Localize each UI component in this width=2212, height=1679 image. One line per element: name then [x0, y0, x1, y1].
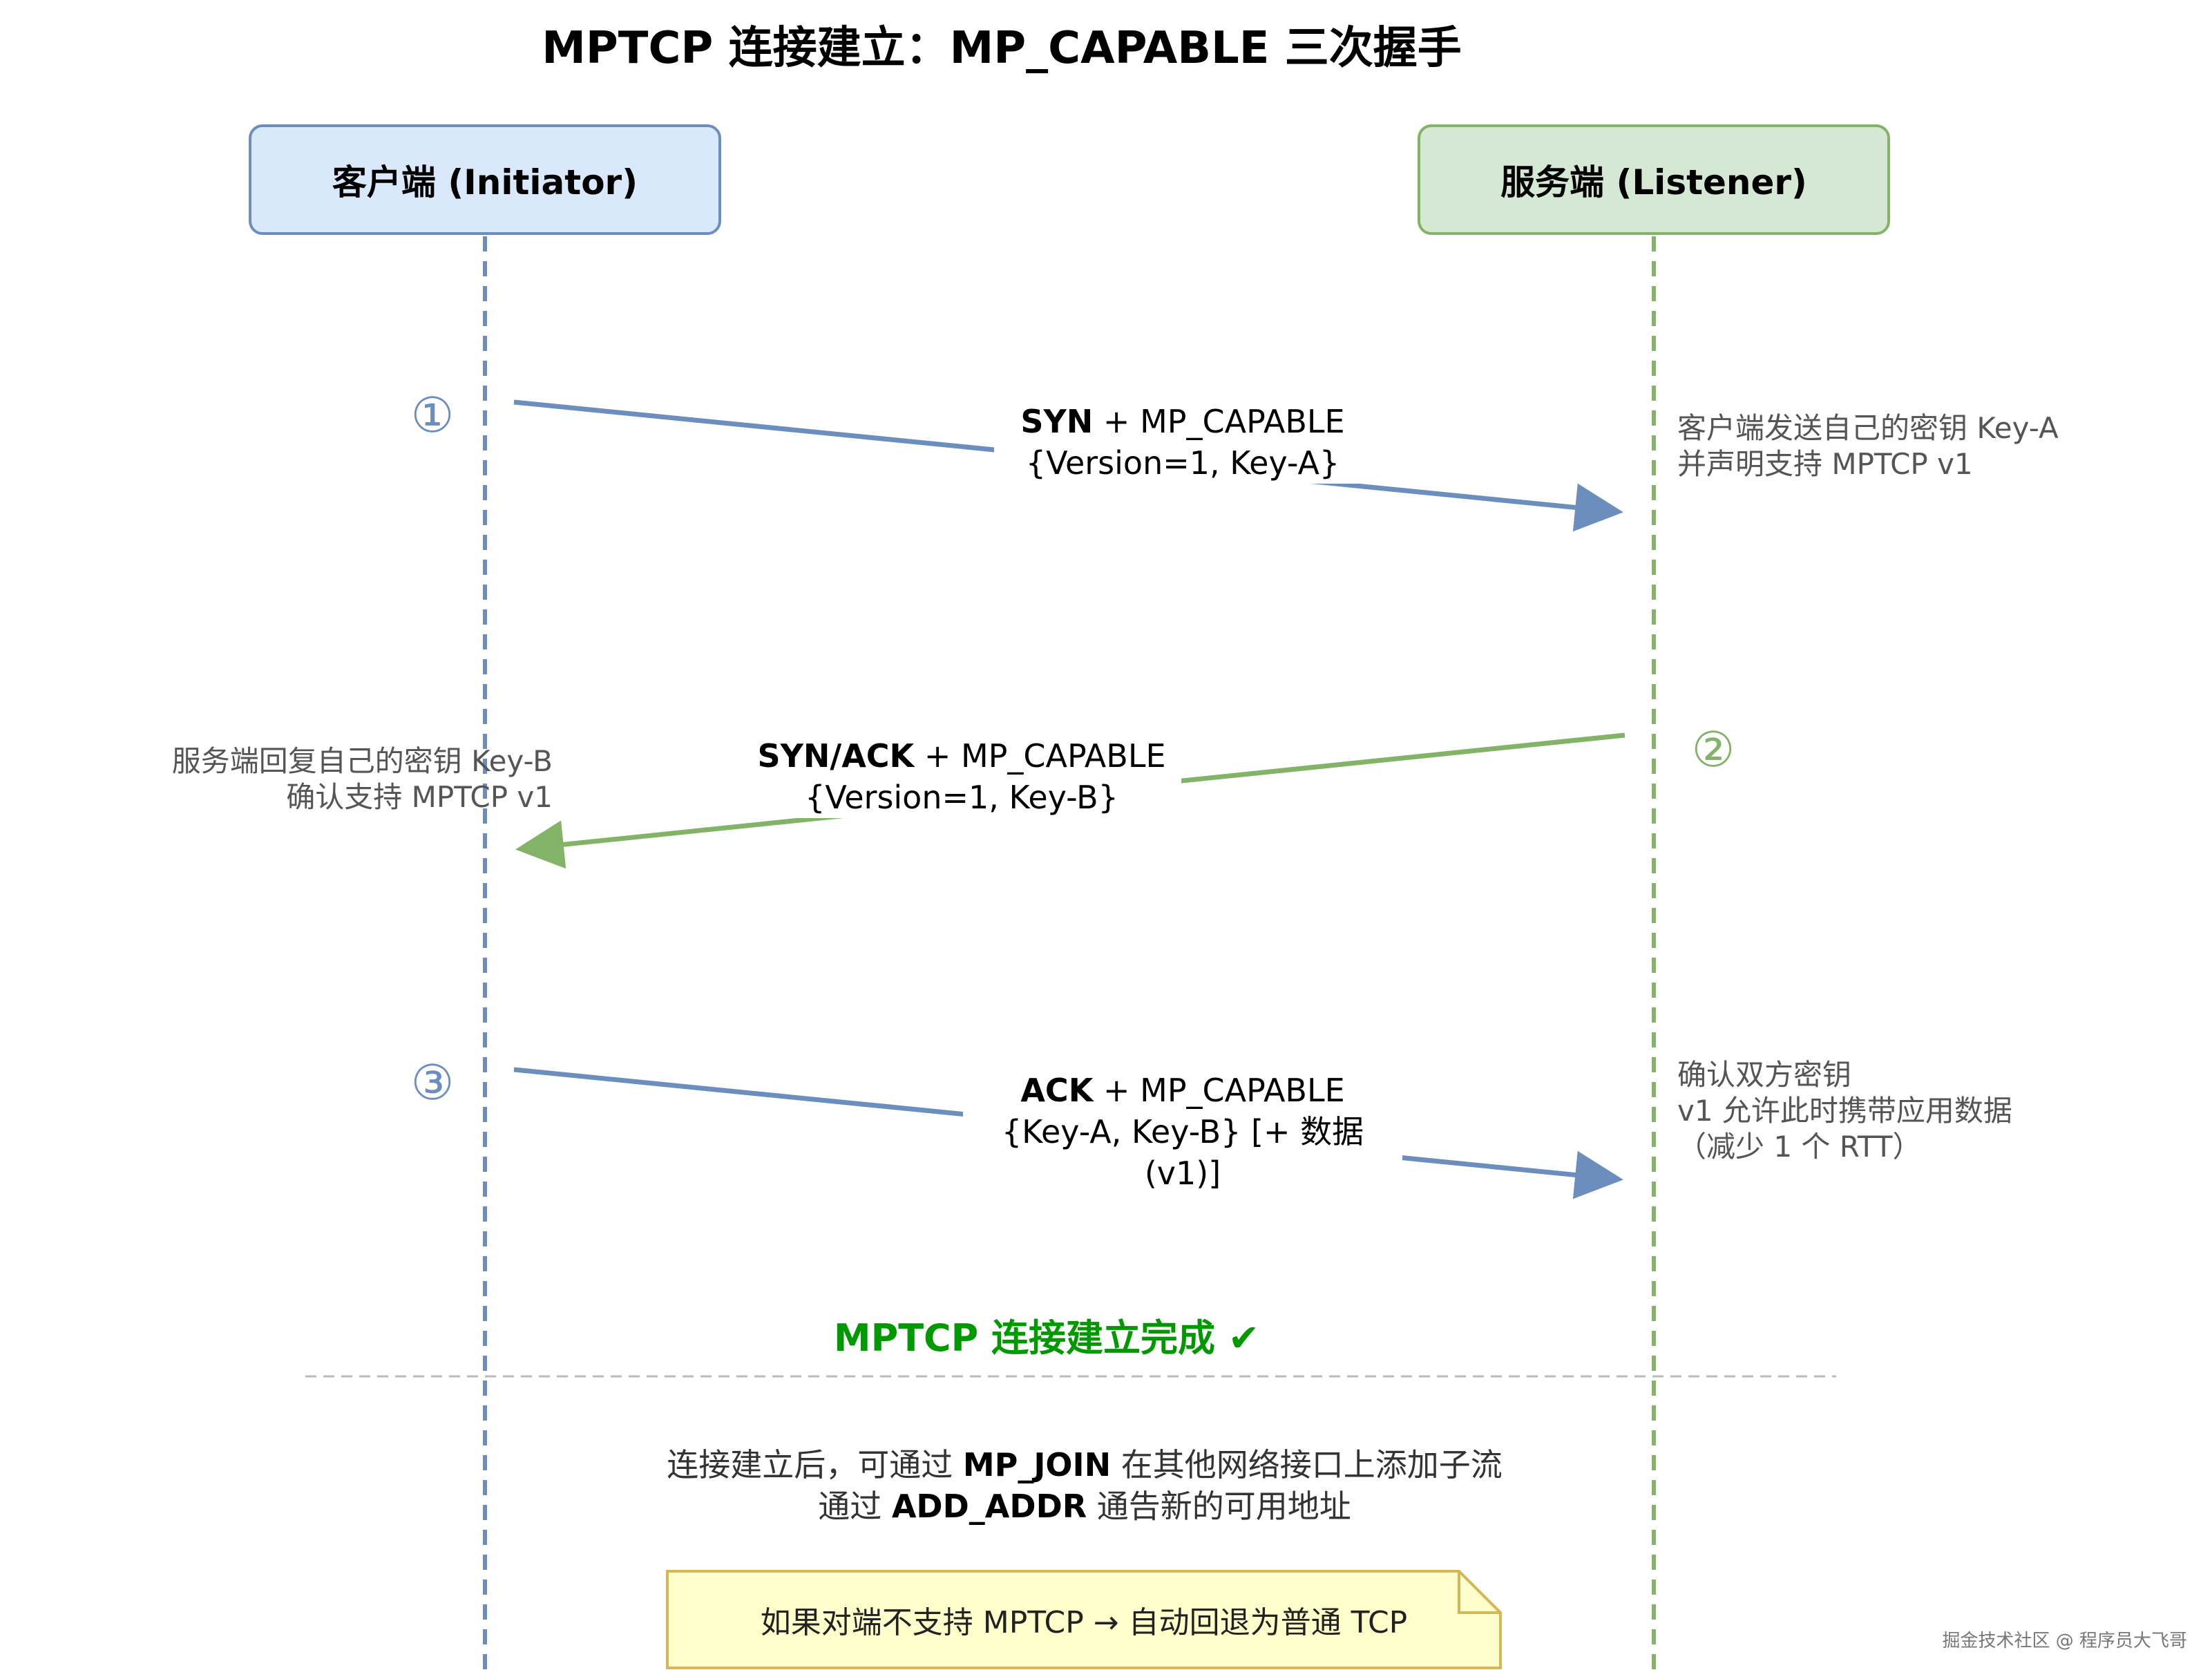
info-line-1-post: 在其他网络接口上添加子流: [1111, 1446, 1503, 1483]
info-line-1-bold: MP_JOIN: [962, 1446, 1112, 1483]
post-connection-info: 连接建立后，可通过 MP_JOIN 在其他网络接口上添加子流 通过 ADD_AD…: [0, 1444, 2169, 1527]
step-3-note-line-3: （减少 1 个 RTT）: [1677, 1130, 1922, 1164]
synack-label-bold: SYN/ACK: [757, 737, 915, 775]
info-line-2: 通过 ADD_ADDR 通告新的可用地址: [0, 1486, 2169, 1527]
syn-label-rest: + MP_CAPABLE: [1093, 403, 1345, 440]
fallback-note-shape: [666, 1570, 1502, 1669]
step-1-note: 客户端发送自己的密钥 Key-A 并声明支持 MPTCP v1: [1677, 410, 2059, 482]
step-1-note-line-2: 并声明支持 MPTCP v1: [1677, 447, 1973, 481]
step-2-marker: ②: [1691, 721, 1735, 778]
syn-label-params: {Version=1, Key-A}: [1025, 444, 1340, 482]
info-line-2-pre: 通过: [818, 1488, 892, 1525]
info-line-2-bold: ADD_ADDR: [891, 1488, 1087, 1525]
client-actor-box: 客户端 (Initiator): [249, 124, 721, 235]
step-3-marker: ③: [410, 1054, 455, 1111]
info-line-1: 连接建立后，可通过 MP_JOIN 在其他网络接口上添加子流: [0, 1444, 2169, 1486]
ack-label-rest: + MP_CAPABLE: [1093, 1072, 1345, 1109]
step-1-note-line-1: 客户端发送自己的密钥 Key-A: [1677, 411, 2059, 445]
client-actor-label: 客户端 (Initiator): [332, 162, 638, 202]
syn-message-label: SYN + MP_CAPABLE {Version=1, Key-A}: [994, 401, 1371, 484]
server-actor-label: 服务端 (Listener): [1500, 162, 1807, 202]
step-2-note-line-1: 服务端回复自己的密钥 Key-B: [171, 744, 553, 778]
step-2-note-line-2: 确认支持 MPTCP v1: [286, 780, 553, 814]
synack-label-rest: + MP_CAPABLE: [914, 737, 1166, 775]
info-line-1-pre: 连接建立后，可通过: [667, 1446, 963, 1483]
synack-label-params: {Version=1, Key-B}: [805, 779, 1118, 816]
syn-label-bold: SYN: [1020, 403, 1094, 440]
fallback-note-fold: [1458, 1571, 1500, 1614]
step-2-note: 服务端回复自己的密钥 Key-B 确认支持 MPTCP v1: [124, 743, 553, 815]
step-3-note: 确认双方密钥 v1 允许此时携带应用数据 （减少 1 个 RTT）: [1677, 1057, 2012, 1165]
step-3-note-line-2: v1 允许此时携带应用数据: [1677, 1094, 2012, 1128]
fallback-note-text: 如果对端不支持 MPTCP → 自动回退为普通 TCP: [760, 1605, 1408, 1640]
ack-label-bold: ACK: [1020, 1072, 1094, 1109]
diagram-title: MPTCP 连接建立：MP_CAPABLE 三次握手: [542, 23, 1462, 74]
ack-message-label: ACK + MP_CAPABLE {Key-A, Key-B} [+ 数据 (v…: [963, 1070, 1402, 1194]
fallback-note: 如果对端不支持 MPTCP → 自动回退为普通 TCP: [667, 1571, 1500, 1668]
watermark: 掘金技术社区 @ 程序员大飞哥: [1942, 1631, 2187, 1651]
server-actor-box: 服务端 (Listener): [1418, 124, 1890, 235]
synack-message-label: SYN/ACK + MP_CAPABLE {Version=1, Key-B}: [742, 735, 1181, 818]
step-1-marker: ①: [410, 387, 455, 444]
ack-label-params: {Key-A, Key-B} [+ 数据 (v1)]: [1001, 1113, 1364, 1192]
connection-established-label: MPTCP 连接建立完成 ✔: [833, 1316, 1260, 1360]
info-line-2-post: 通告新的可用地址: [1087, 1488, 1351, 1525]
step-3-note-line-1: 确认双方密钥: [1677, 1058, 1852, 1092]
